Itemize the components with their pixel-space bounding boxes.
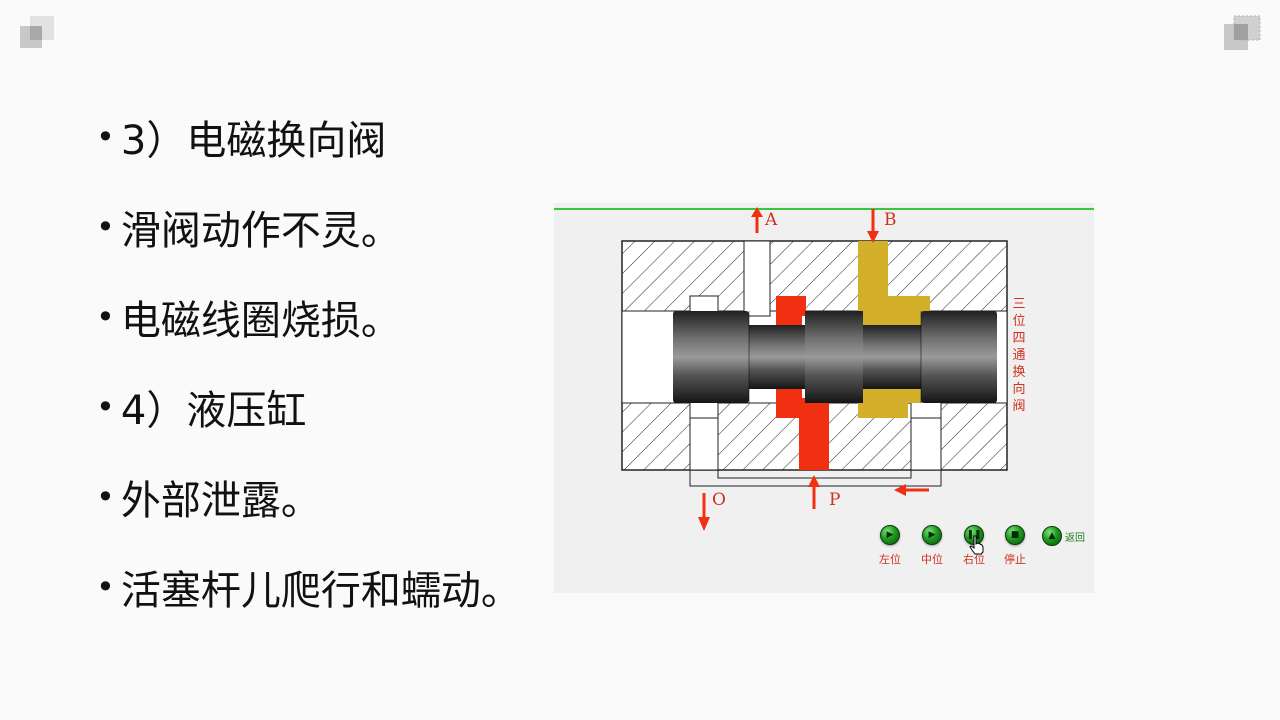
bullet-item: • 外部泄露。 (96, 452, 521, 542)
bullet-text: 外部泄露。 (120, 478, 321, 524)
valve-name-label: 三位四通换向阀 (1012, 297, 1026, 414)
control-stop-button[interactable]: ■ 停止 (995, 525, 1035, 567)
channel-a (743, 240, 771, 317)
control-label: 中位 (921, 553, 943, 566)
bullet-dot: • (96, 478, 115, 516)
stop-icon: ■ (1005, 525, 1025, 545)
corner-decoration-right (1224, 15, 1261, 50)
bullet-text: 4）液压缸 (120, 388, 307, 434)
spool-land-center (805, 311, 863, 403)
arrow-p-up (808, 475, 820, 509)
spool-land-left (673, 311, 749, 403)
bullet-item: • 电磁线圈烧损。 (96, 272, 521, 362)
back-button[interactable]: ▲ 返回 (1042, 526, 1085, 546)
arrow-a-up (751, 207, 763, 233)
bullet-text: 活塞杆儿爬行和蠕动。 (120, 568, 521, 614)
bullet-dot: • (96, 118, 115, 156)
play-icon: ▶ (922, 525, 942, 545)
bullet-item: • 活塞杆儿爬行和蠕动。 (96, 542, 521, 632)
bullet-text: 3）电磁换向阀 (120, 118, 387, 164)
bullet-item: • 滑阀动作不灵。 (96, 182, 521, 272)
arrow-b-down (867, 209, 879, 243)
bullet-text: 滑阀动作不灵。 (120, 208, 401, 254)
port-label-o: O (712, 490, 726, 510)
bullet-item: • 3）电磁换向阀 (96, 92, 521, 182)
spool-neck-left (749, 325, 805, 389)
control-left-position-button[interactable]: ▶ 左位 (870, 525, 910, 567)
bullet-dot: • (96, 208, 115, 246)
up-arrow-icon: ▲ (1042, 526, 1062, 546)
control-label: 停止 (1004, 553, 1026, 566)
valve-diagram (554, 207, 1094, 531)
play-icon: ▶ (880, 525, 900, 545)
corner-decoration-left (20, 16, 54, 48)
bullet-text: 电磁线圈烧损。 (120, 298, 401, 344)
port-label-a: A (765, 210, 778, 230)
arrow-o-down (698, 493, 710, 531)
hand-cursor-icon (969, 535, 984, 555)
bullet-dot: • (96, 388, 115, 426)
port-label-p: P (829, 490, 841, 510)
control-label: 右位 (963, 553, 985, 566)
bullet-dot: • (96, 298, 115, 336)
arrow-return-left (894, 484, 929, 496)
bullet-item: • 4）液压缸 (96, 362, 521, 452)
valve-simulation-panel: A B O P 三位四通换向阀 ▶ 左位 ▶ 中位 ❚❚ 右位 ■ 停止 ▲ 返… (554, 203, 1094, 593)
control-label: 左位 (879, 553, 901, 566)
return-chamber-bottom (858, 398, 908, 418)
bullet-dot: • (96, 568, 115, 606)
bullet-list: • 3）电磁换向阀 • 滑阀动作不灵。 • 电磁线圈烧损。 • 4）液压缸 • … (96, 92, 521, 632)
back-label: 返回 (1065, 532, 1085, 544)
control-middle-position-button[interactable]: ▶ 中位 (912, 525, 952, 567)
spool-land-right (921, 311, 997, 403)
port-label-b: B (884, 210, 897, 230)
control-right-position-button[interactable]: ❚❚ 右位 (954, 525, 994, 567)
spool-neck-right (863, 325, 921, 389)
